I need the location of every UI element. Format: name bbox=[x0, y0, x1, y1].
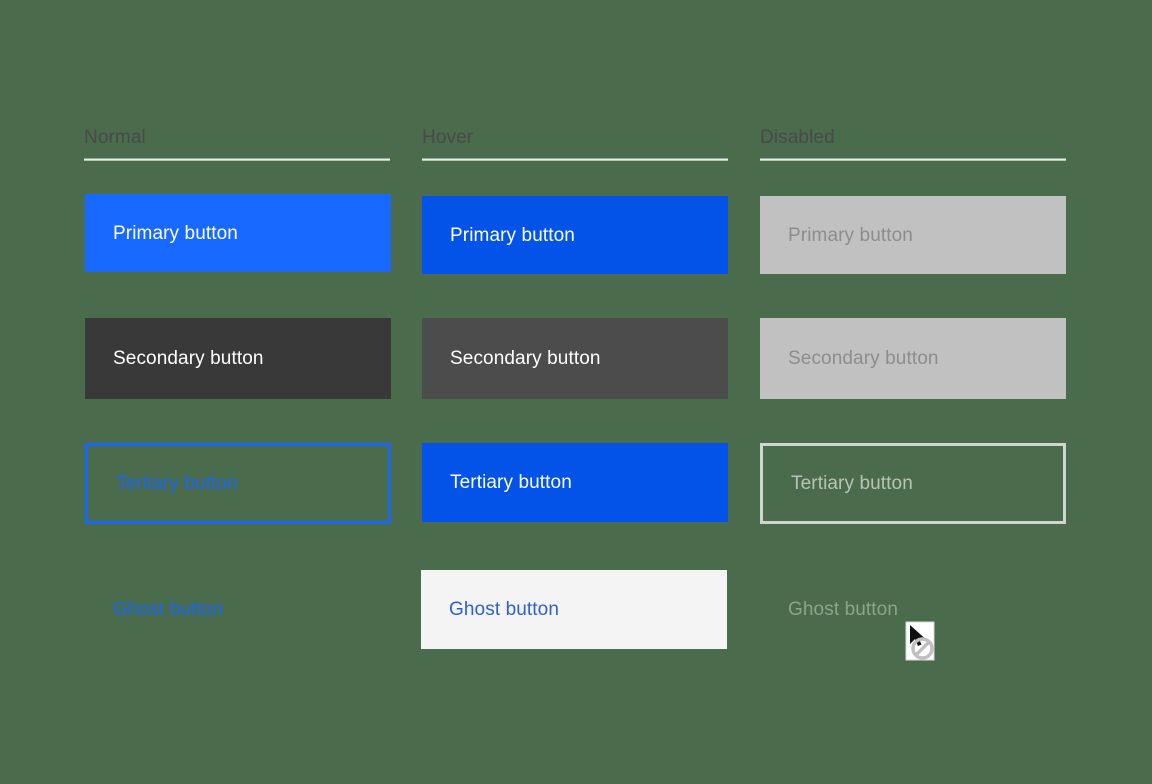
tertiary-button-disabled-label: Tertiary button bbox=[791, 473, 913, 494]
column-header-disabled-label: Disabled bbox=[760, 127, 835, 148]
primary-button-disabled: Primary button bbox=[760, 196, 1066, 274]
ghost-button-normal[interactable]: Ghost button bbox=[85, 570, 391, 649]
secondary-button-hover-label: Secondary button bbox=[450, 348, 601, 369]
column-header-hover-rule bbox=[422, 158, 728, 161]
primary-button-hover[interactable]: Primary button bbox=[422, 196, 728, 274]
column-header-disabled: Disabled bbox=[760, 126, 1066, 164]
secondary-button-normal-label: Secondary button bbox=[113, 348, 264, 369]
secondary-button-hover[interactable]: Secondary button bbox=[422, 318, 728, 399]
ghost-button-disabled-label: Ghost button bbox=[788, 599, 898, 620]
primary-button-hover-label: Primary button bbox=[450, 224, 575, 246]
ghost-button-disabled: Ghost button bbox=[760, 570, 1066, 649]
tertiary-button-disabled: Tertiary button bbox=[760, 443, 1066, 524]
column-header-hover-label: Hover bbox=[422, 127, 474, 148]
primary-button-disabled-label: Primary button bbox=[788, 224, 913, 246]
tertiary-button-normal[interactable]: Tertiary button bbox=[85, 443, 391, 524]
column-header-normal: Normal bbox=[84, 126, 390, 164]
tertiary-button-hover[interactable]: Tertiary button bbox=[422, 443, 728, 522]
column-header-normal-label: Normal bbox=[84, 127, 146, 148]
secondary-button-disabled-label: Secondary button bbox=[788, 348, 939, 369]
ghost-button-hover[interactable]: Ghost button bbox=[421, 570, 727, 649]
secondary-button-disabled: Secondary button bbox=[760, 318, 1066, 399]
tertiary-button-normal-label: Tertiary button bbox=[116, 473, 238, 494]
column-header-normal-rule bbox=[84, 158, 390, 161]
tertiary-button-hover-label: Tertiary button bbox=[450, 472, 572, 493]
primary-button-normal[interactable]: Primary button bbox=[85, 194, 391, 272]
ghost-button-hover-label: Ghost button bbox=[449, 599, 559, 620]
column-header-disabled-rule bbox=[760, 158, 1066, 161]
column-header-hover: Hover bbox=[422, 126, 728, 164]
secondary-button-normal[interactable]: Secondary button bbox=[85, 318, 391, 399]
ghost-button-normal-label: Ghost button bbox=[113, 599, 223, 620]
primary-button-normal-label: Primary button bbox=[113, 222, 238, 244]
